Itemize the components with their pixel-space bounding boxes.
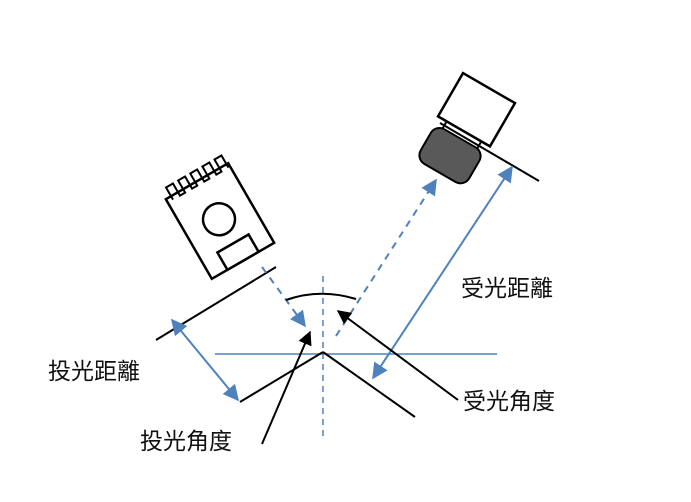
reflection-line-right — [322, 351, 416, 418]
projection-angle-label: 投光角度 — [140, 429, 232, 455]
projector-sensor — [164, 154, 276, 281]
receiver-sensor — [418, 71, 517, 185]
incident-surface-line-left — [239, 351, 324, 403]
receiver-base-line — [439, 122, 540, 182]
receiving-distance-label: 受光距離 — [461, 276, 553, 302]
projection-angle-leader — [261, 330, 312, 445]
receiving-angle-leader — [336, 310, 459, 401]
angle-arc — [285, 292, 357, 301]
receiving-distance-arrow — [372, 165, 513, 380]
received-light-beam — [335, 178, 437, 337]
receiving-angle-label: 受光角度 — [463, 389, 555, 415]
projection-distance-label: 投光距離 — [48, 359, 140, 385]
projection-distance-arrow — [170, 318, 240, 402]
projector-base-line — [155, 266, 277, 341]
